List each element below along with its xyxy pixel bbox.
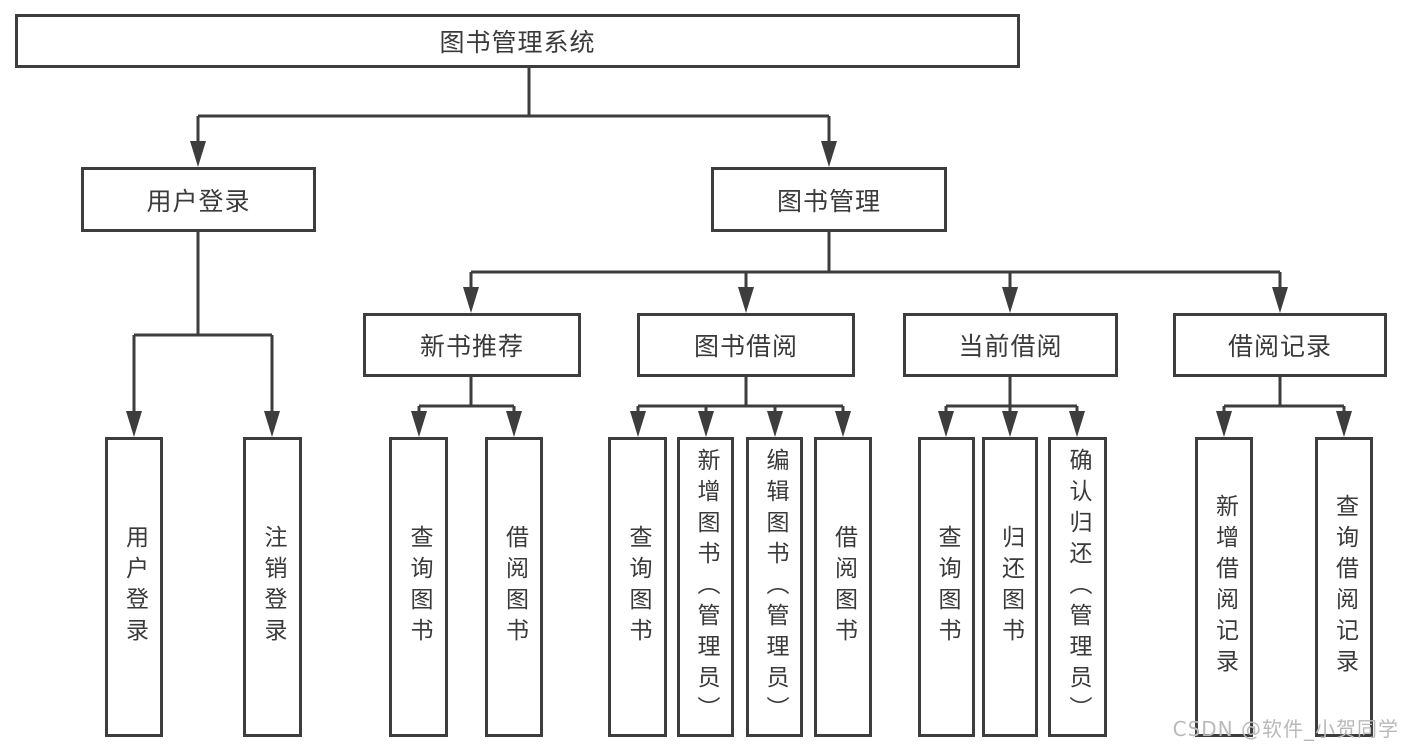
arrowhead-icon (1002, 411, 1018, 437)
arrowhead-icon (264, 411, 280, 437)
edge-borrow-record-to-leaves (1222, 377, 1346, 412)
edge-book-borrow-to-leaves (636, 377, 845, 412)
arrowhead-icon (1336, 411, 1352, 437)
node-user-login: 用户登录 (81, 167, 316, 232)
leaf-add-book-admin: 新增图书（管理员） (677, 437, 734, 737)
leaf-return-book: 归还图书 (982, 437, 1038, 737)
arrowhead-icon (1272, 287, 1288, 313)
node-root: 图书管理系统 (15, 14, 1020, 68)
arrowhead-icon (835, 411, 851, 437)
node-current-borrow: 当前借阅 (903, 313, 1118, 377)
arrowhead-icon (630, 411, 646, 437)
node-book-management: 图书管理 (711, 167, 947, 232)
arrowhead-icon (463, 287, 479, 313)
leaf-borrow-book-2: 借阅图书 (814, 437, 872, 737)
leaf-add-borrow-record: 新增借阅记录 (1195, 437, 1253, 737)
node-borrow-record: 借阅记录 (1173, 313, 1387, 377)
edge-new-book-to-leaves (417, 377, 516, 412)
arrowhead-icon (1002, 287, 1018, 313)
arrowhead-icon (767, 411, 783, 437)
edge-root-to-level2 (196, 68, 831, 142)
edge-current-borrow-to-leaves (944, 377, 1079, 412)
leaf-query-book-2: 查询图书 (608, 437, 667, 737)
leaf-borrow-book-1: 借阅图书 (485, 437, 543, 737)
csdn-watermark: CSDN @软件_小贺同学 (1172, 717, 1399, 741)
arrowhead-icon (698, 411, 714, 437)
edge-book-mgmt-to-level3 (469, 232, 1282, 288)
edge-user-login-to-leaves (132, 232, 274, 412)
arrowhead-icon (126, 411, 142, 437)
leaf-user-login: 用户登录 (105, 437, 163, 737)
leaf-query-book-3: 查询图书 (918, 437, 975, 737)
leaf-confirm-return-admin: 确认归还（管理员） (1048, 437, 1107, 737)
arrowhead-icon (821, 141, 837, 167)
arrowhead-icon (411, 411, 427, 437)
node-new-book-recommend: 新书推荐 (363, 313, 581, 377)
leaf-query-borrow-record: 查询借阅记录 (1315, 437, 1373, 737)
arrowhead-icon (1216, 411, 1232, 437)
node-book-borrow: 图书借阅 (637, 313, 855, 377)
leaf-edit-book-admin: 编辑图书（管理员） (746, 437, 803, 737)
leaf-logout: 注销登录 (243, 437, 302, 737)
arrowhead-icon (938, 411, 954, 437)
arrowhead-icon (506, 411, 522, 437)
arrowhead-icon (190, 141, 206, 167)
arrowhead-icon (1069, 411, 1085, 437)
arrowhead-icon (738, 287, 754, 313)
leaf-query-book-1: 查询图书 (389, 437, 448, 737)
